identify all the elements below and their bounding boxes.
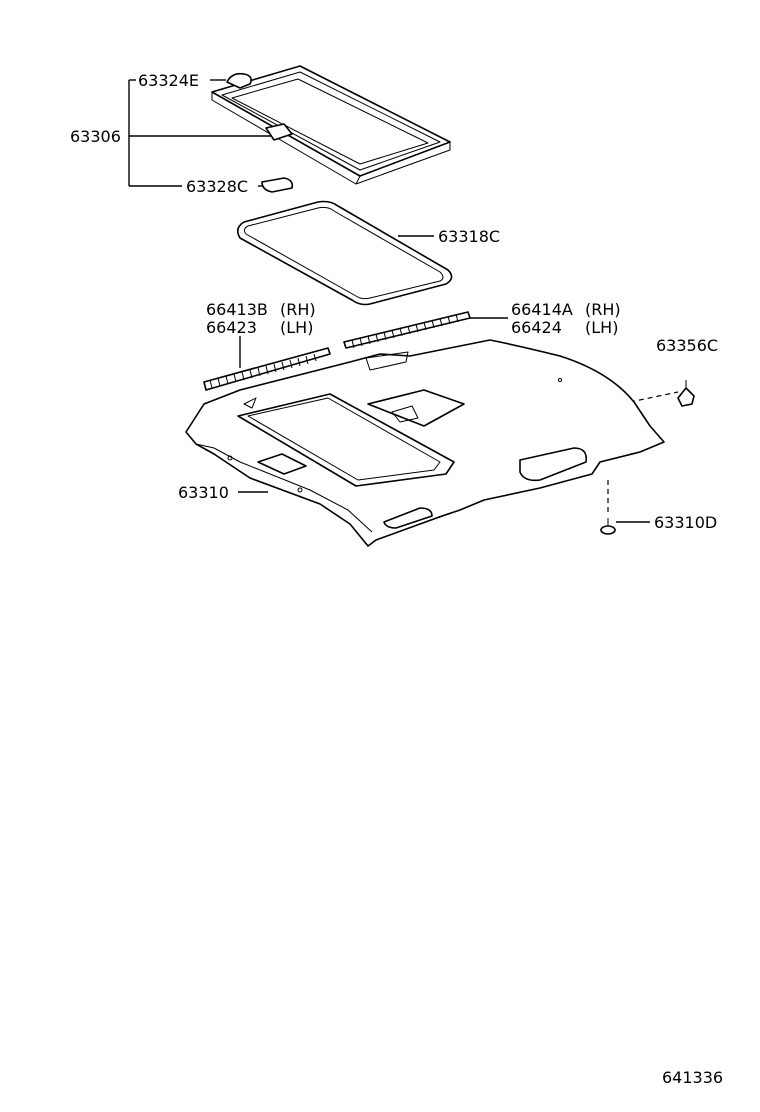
label-63306: 63306 — [70, 127, 121, 146]
label-66413B-side: (RH) — [280, 300, 316, 319]
label-63328C: 63328C — [186, 177, 248, 196]
label-66424-side: (LH) — [585, 318, 618, 337]
label-66414A-side: (RH) — [585, 300, 621, 319]
clip-63310D — [600, 518, 616, 535]
label-66414A: 66414A — [511, 300, 573, 319]
leader-lines — [128, 79, 679, 523]
label-63324E: 63324E — [138, 71, 199, 90]
retainer-66413B — [203, 347, 331, 391]
label-63356C: 63356C — [656, 336, 718, 355]
label-63310D: 63310D — [654, 513, 717, 532]
label-63318C: 63318C — [438, 227, 500, 246]
label-66423: 66423 — [206, 318, 257, 337]
headliner-63310 — [185, 339, 665, 547]
label-66423-side: (LH) — [280, 318, 313, 337]
retainer-66414A — [343, 311, 471, 349]
sunshade-63306 — [211, 65, 451, 193]
drawing-number: 641336 — [662, 1068, 723, 1087]
label-66424: 66424 — [511, 318, 562, 337]
clip-63356C — [677, 380, 695, 407]
label-66413B: 66413B — [206, 300, 268, 319]
weatherstrip-63318C — [236, 200, 453, 306]
label-63310: 63310 — [178, 483, 229, 502]
